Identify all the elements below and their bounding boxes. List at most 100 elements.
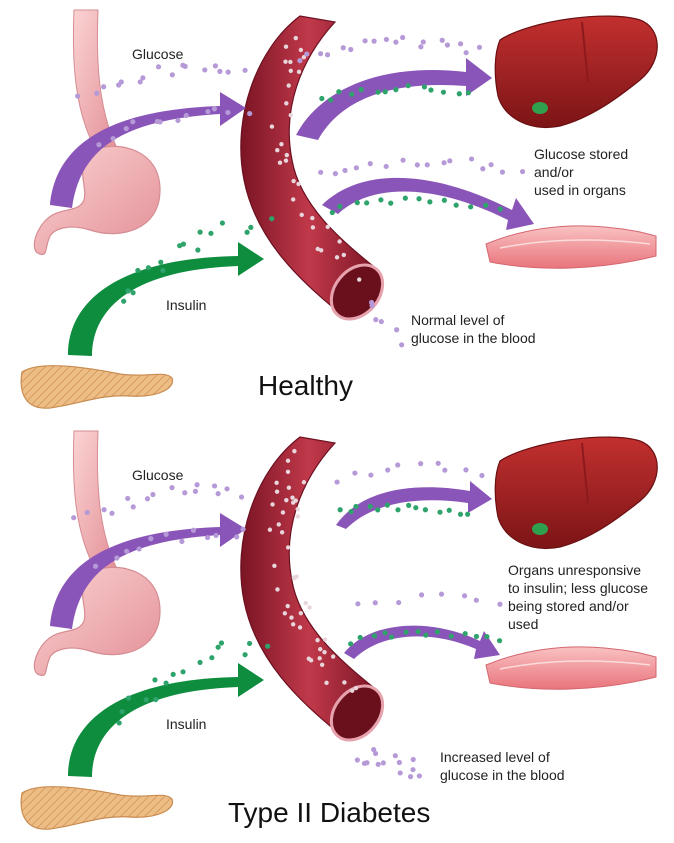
glucose-molecule xyxy=(213,532,219,539)
glucose-molecule xyxy=(319,662,325,667)
glucose-molecule xyxy=(353,165,359,171)
glucose-molecule xyxy=(385,467,391,473)
insulin-molecule xyxy=(378,197,384,203)
glucose-molecule xyxy=(354,757,360,763)
glucose-molecule xyxy=(315,637,320,643)
insulin-molecule xyxy=(209,655,215,661)
glucose-molecule xyxy=(519,168,526,175)
esophagus-stomach-icon xyxy=(33,430,161,676)
glucose-molecule xyxy=(342,167,348,174)
glucose-molecule xyxy=(315,246,320,252)
glucose-molecule xyxy=(396,759,402,766)
glucose-molecule xyxy=(306,656,312,661)
glucose-molecule xyxy=(399,342,405,348)
glucose-molecule xyxy=(286,485,292,490)
glucose-molecule xyxy=(396,599,402,606)
glucose-molecule xyxy=(307,605,312,610)
glucose-molecule xyxy=(285,545,291,550)
glucose-molecule xyxy=(400,34,406,41)
glucose-molecule xyxy=(295,507,300,512)
glucose-molecule xyxy=(444,42,451,48)
glucose-molecule xyxy=(301,480,307,485)
insulin-label: Insulin xyxy=(166,297,207,313)
insulin-molecule xyxy=(337,507,343,513)
glucose-molecule xyxy=(247,110,253,117)
glucose-molecule xyxy=(123,126,129,132)
glucose-molecule xyxy=(96,142,102,148)
glucose-molecule xyxy=(310,225,316,230)
glucose-molecule xyxy=(295,514,300,519)
blood-level-line: glucose in the blood xyxy=(440,767,565,783)
glucose-molecule xyxy=(285,603,290,609)
panel-title-diabetes: Type II Diabetes xyxy=(228,797,431,828)
glucose-molecule xyxy=(479,472,485,479)
insulin-molecule xyxy=(180,241,187,247)
glucose-molecule xyxy=(294,574,299,579)
glucose-molecule xyxy=(298,47,304,53)
glucose-molecule xyxy=(289,615,294,620)
blood-level-note: Increased level of glucose in the blood xyxy=(440,748,565,784)
insulin-molecule xyxy=(197,229,203,235)
insulin-molecule xyxy=(125,695,132,701)
glucose-molecule xyxy=(84,509,90,516)
glucose-molecule xyxy=(318,646,323,652)
insulin-molecule xyxy=(242,652,248,658)
glucose-molecule xyxy=(341,252,347,258)
insulin-molecule xyxy=(244,229,250,235)
glucose-molecule xyxy=(283,44,289,49)
glucose-molecule xyxy=(340,45,346,51)
glucose-molecule xyxy=(418,44,424,50)
glucose-molecule xyxy=(124,548,130,554)
glucose-molecule xyxy=(109,510,115,516)
insulin-molecule xyxy=(180,669,186,675)
insulin-molecule xyxy=(423,632,429,638)
glucose-molecule xyxy=(394,327,400,333)
glucose-molecule xyxy=(242,67,248,73)
insulin-molecule xyxy=(496,638,503,644)
glucose-molecule xyxy=(291,622,296,627)
insulin-molecule xyxy=(405,83,411,89)
insulin-molecule xyxy=(160,267,166,274)
insulin-molecule xyxy=(348,641,354,647)
glucose-molecule xyxy=(283,59,288,64)
glucose-molecule xyxy=(463,50,469,56)
insulin-molecule xyxy=(446,507,452,513)
glucose-molecule xyxy=(325,224,330,230)
insulin-molecule xyxy=(382,89,388,95)
glucose-molecule xyxy=(362,38,368,44)
insulin-molecule xyxy=(388,200,394,206)
glucose-molecule xyxy=(407,774,414,780)
glucose-molecule xyxy=(296,181,301,187)
glucose-arrow-liver xyxy=(296,58,492,140)
glucose-molecule xyxy=(130,504,136,510)
glucose-molecule xyxy=(284,498,289,503)
glucose-molecule xyxy=(225,69,231,75)
glucose-molecule xyxy=(269,124,275,129)
glucose-molecule xyxy=(212,63,219,69)
insulin-molecule xyxy=(248,224,254,230)
insulin-molecule xyxy=(246,640,253,647)
glucose-molecule xyxy=(435,460,441,466)
glucose-molecule xyxy=(163,531,169,537)
glucose-molecule xyxy=(224,486,230,492)
insulin-molecule xyxy=(152,677,158,683)
glucose-molecule xyxy=(286,83,291,88)
glucose-molecule xyxy=(473,597,479,603)
glucose-molecule xyxy=(155,64,162,70)
insulin-molecule xyxy=(465,90,472,96)
glucose-molecule xyxy=(368,299,375,306)
glucose-molecule xyxy=(457,41,464,47)
glucose-molecule xyxy=(318,51,324,57)
glucose-molecule xyxy=(280,510,286,515)
insulin-molecule xyxy=(437,509,443,515)
organs-note-line: used xyxy=(508,616,539,632)
insulin-molecule xyxy=(336,89,342,95)
insulin-molecule xyxy=(371,633,378,639)
glucose-molecule xyxy=(337,239,342,244)
glucose-molecule xyxy=(282,611,288,616)
glucose-molecule xyxy=(414,162,420,168)
insulin-molecule xyxy=(121,298,127,304)
glucose-molecule xyxy=(267,527,273,532)
glucose-molecule xyxy=(270,502,275,507)
glucose-molecule xyxy=(395,462,401,468)
